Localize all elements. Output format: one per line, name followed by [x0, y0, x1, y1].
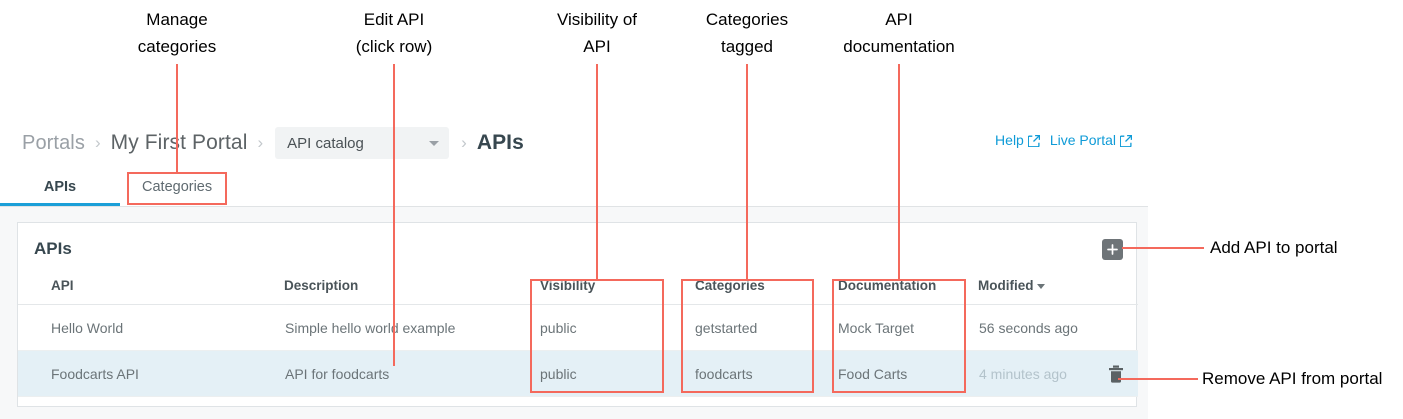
app-content-area: Portals › My First Portal › API catalog …	[0, 126, 1148, 407]
tab-bar-divider	[0, 206, 1148, 207]
cell-visibility: public	[520, 350, 667, 397]
catalog-select-value: API catalog	[287, 134, 364, 152]
breadcrumb-separator: ›	[461, 133, 467, 152]
cell-documentation: Mock Target	[821, 304, 978, 351]
breadcrumb: Portals › My First Portal › API catalog …	[22, 126, 524, 160]
table-row[interactable]: Hello World Simple hello world example p…	[18, 304, 1138, 351]
live-portal-link[interactable]: Live Portal	[1049, 132, 1133, 148]
annotation-line-api-documentation	[898, 64, 900, 279]
cell-modified-text: 56 seconds ago	[979, 319, 1078, 336]
cell-modified: 4 minutes ago	[978, 350, 1138, 397]
column-header-visibility[interactable]: Visibility	[520, 278, 667, 305]
cell-description: API for foodcarts	[284, 350, 520, 397]
table-row[interactable]: Foodcarts API API for foodcarts public f…	[18, 350, 1138, 397]
annotation-label-categories-tagged: Categories tagged	[705, 10, 789, 56]
cell-categories: foodcarts	[667, 350, 821, 397]
annotation-line-remove-api	[1118, 378, 1198, 380]
sort-descending-icon	[1036, 283, 1045, 289]
cell-documentation: Food Carts	[821, 350, 978, 397]
cell-modified: 56 seconds ago	[978, 304, 1138, 351]
tab-apis[interactable]: APIs	[43, 179, 77, 195]
catalog-select[interactable]: API catalog	[275, 127, 450, 159]
apis-card: APIs API Description Visibility Categori…	[17, 222, 1138, 407]
column-header-documentation[interactable]: Documentation	[821, 278, 978, 305]
annotation-line-edit-api	[393, 64, 395, 366]
annotation-label-add-api-to-portal: Add API to portal	[1210, 238, 1338, 257]
cell-description: Simple hello world example	[284, 304, 520, 351]
cell-api: Foodcarts API	[18, 350, 284, 397]
column-header-description[interactable]: Description	[284, 278, 520, 305]
annotation-line-manage-categories	[176, 64, 178, 174]
help-link[interactable]: Help	[995, 132, 1040, 148]
annotation-line-visibility-of-api	[596, 64, 598, 279]
card-title: APIs	[34, 239, 72, 258]
annotation-label-manage-categories: Manage categories	[137, 10, 217, 56]
chevron-down-icon	[429, 140, 440, 146]
annotation-label-visibility-of-api: Visibility of API	[557, 10, 637, 56]
external-link-icon	[1027, 134, 1040, 148]
annotation-label-edit-api: Edit API (click row)	[355, 10, 433, 56]
column-header-modified-label: Modified	[978, 278, 1034, 293]
apis-table: API Description Visibility Categories Do…	[18, 278, 1138, 397]
plus-icon	[1107, 244, 1118, 255]
breadcrumb-item-apis: APIs	[476, 131, 524, 154]
breadcrumb-item-portals[interactable]: Portals	[22, 131, 85, 154]
tab-bar: APIs Categories	[0, 170, 234, 207]
external-link-icon	[1119, 134, 1133, 148]
column-header-api[interactable]: API	[18, 278, 284, 305]
cell-modified-text: 4 minutes ago	[979, 365, 1067, 382]
header-links: Help Live Portal	[995, 132, 1133, 148]
breadcrumb-item-my-first-portal[interactable]: My First Portal	[110, 131, 248, 154]
annotation-line-add-api	[1122, 247, 1204, 249]
annotation-line-categories-tagged	[746, 64, 748, 279]
column-header-modified[interactable]: Modified	[978, 278, 1138, 305]
tab-active-underline	[0, 203, 120, 207]
cell-api: Hello World	[18, 304, 284, 351]
add-api-button[interactable]	[1102, 239, 1123, 260]
cell-visibility: public	[520, 304, 667, 351]
column-header-categories[interactable]: Categories	[667, 278, 821, 305]
annotation-label-api-documentation: API documentation	[843, 10, 955, 56]
breadcrumb-separator: ›	[257, 133, 264, 152]
table-header-row: API Description Visibility Categories Do…	[18, 278, 1138, 305]
help-link-label: Help	[995, 132, 1024, 148]
table-body: Hello World Simple hello world example p…	[18, 304, 1138, 397]
tab-categories[interactable]: Categories	[142, 179, 213, 195]
live-portal-link-label: Live Portal	[1049, 132, 1116, 148]
table-header: API Description Visibility Categories Do…	[18, 278, 1138, 305]
annotation-label-remove-api-from-portal: Remove API from portal	[1202, 369, 1383, 388]
breadcrumb-separator: ›	[94, 133, 101, 152]
cell-categories: getstarted	[667, 304, 821, 351]
